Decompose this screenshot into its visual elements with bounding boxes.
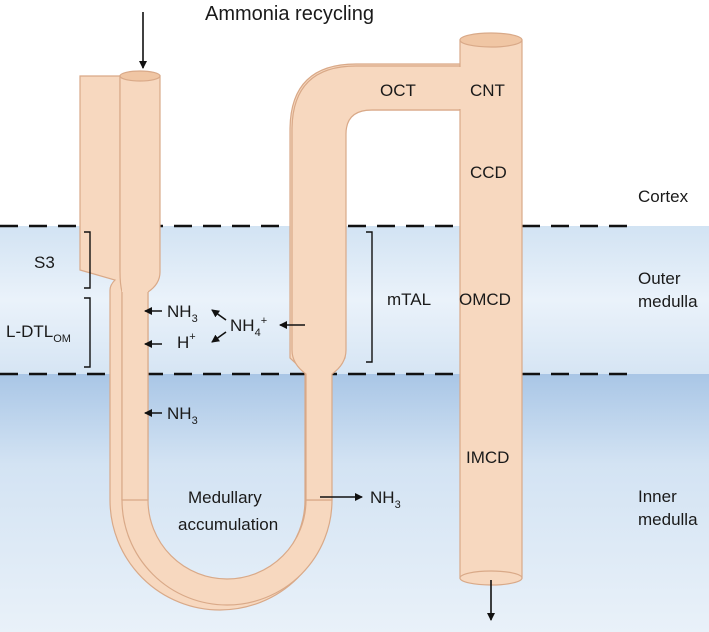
- label-nh3-accumulation: NH3: [370, 488, 401, 511]
- zone-inner-1: Inner: [638, 487, 677, 506]
- thick-ascending-limb: [291, 65, 461, 501]
- label-omcd: OMCD: [459, 290, 511, 309]
- label-s3: S3: [34, 253, 55, 272]
- zone-cortex: Cortex: [638, 187, 689, 206]
- label-ccd: CCD: [470, 163, 507, 182]
- oct-cnt-junction: [455, 67, 465, 109]
- collecting-duct: [459, 39, 523, 579]
- mtal-bracket: [366, 231, 373, 363]
- inner-medulla-band: [0, 374, 709, 632]
- proximal-tubule-opening: [119, 70, 161, 82]
- s3-bracket: [84, 231, 91, 289]
- label-medullary: Medullary: [188, 488, 262, 507]
- diagram-title: Ammonia recycling: [205, 3, 374, 25]
- collecting-duct-top: [459, 32, 523, 48]
- label-mtal: mTAL: [387, 290, 431, 309]
- nh4-dissociation-arrow-up: [211, 309, 227, 321]
- zone-outer-2: medulla: [638, 292, 698, 311]
- zone-outer-1: Outer: [638, 269, 681, 288]
- label-nh3-om: NH3: [167, 302, 198, 325]
- thin-descending-limb: [122, 285, 148, 505]
- label-nh4-plus: NH4+: [230, 315, 267, 339]
- label-accumulation: accumulation: [178, 515, 278, 534]
- loop-bend: [121, 499, 333, 606]
- label-cnt: CNT: [470, 81, 505, 100]
- label-nh3-im: NH3: [167, 404, 198, 427]
- nh4-dissociation-arrow-down: [211, 331, 227, 343]
- label-l-dtl-om: L-DTLOM: [6, 322, 71, 345]
- l-dtl-om-bracket: [84, 297, 91, 368]
- label-oct: OCT: [380, 81, 416, 100]
- zone-inner-2: medulla: [638, 510, 698, 529]
- label-imcd: IMCD: [466, 448, 509, 467]
- label-h-plus: H+: [177, 331, 196, 352]
